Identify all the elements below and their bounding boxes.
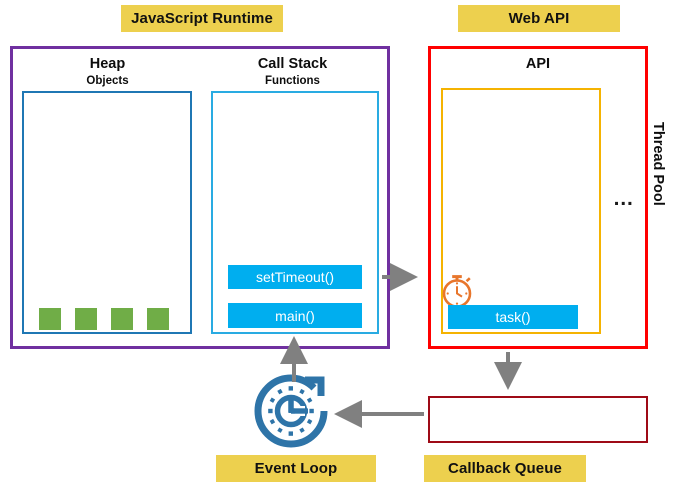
event-loop-icon: [252, 372, 330, 450]
heap-object: [111, 308, 133, 330]
stopwatch-icon: [438, 270, 476, 310]
heap-object: [75, 308, 97, 330]
label-event-loop: Event Loop: [216, 455, 376, 482]
callback-queue-panel: [428, 396, 648, 443]
label-javascript-runtime: JavaScript Runtime: [121, 5, 283, 32]
api-box: [441, 88, 601, 334]
api-more-indicator: …: [612, 187, 636, 210]
thread-pool-label: Thread Pool: [650, 122, 666, 206]
stack-frame-settimeout: setTimeout(): [228, 265, 362, 289]
call-stack-box: [211, 91, 379, 334]
call-stack-title: Call Stack: [257, 56, 328, 72]
heap-object: [39, 308, 61, 330]
label-callback-queue: Callback Queue: [424, 455, 586, 482]
label-web-api: Web API: [458, 5, 620, 32]
heap-subtitle: Objects: [86, 75, 129, 87]
heap-object: [147, 308, 169, 330]
call-stack-subtitle: Functions: [265, 75, 320, 87]
api-task-frame: task(): [448, 305, 578, 329]
heap-title: Heap: [89, 56, 126, 72]
api-title: API: [525, 56, 551, 72]
heap-box: [22, 91, 192, 334]
stack-frame-main: main(): [228, 303, 362, 328]
